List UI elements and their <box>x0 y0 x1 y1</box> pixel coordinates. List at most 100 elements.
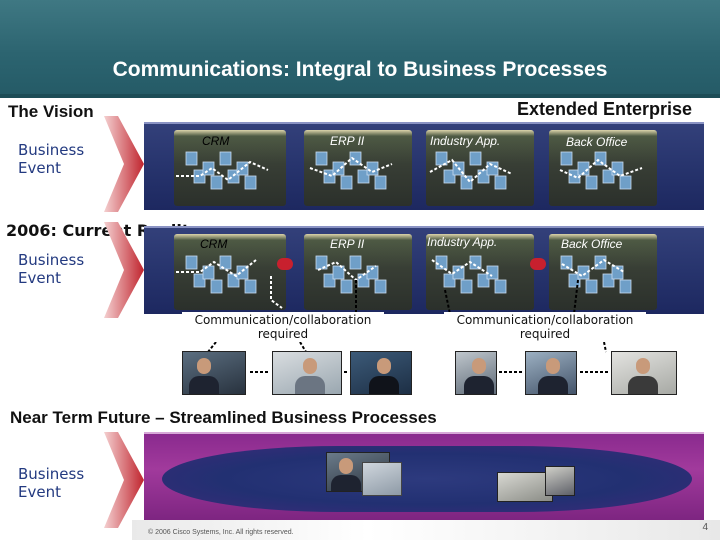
system-module-icon <box>568 273 581 288</box>
copyright-text: © 2006 Cisco Systems, Inc. All rights re… <box>148 529 294 536</box>
system-module-icon <box>202 265 215 280</box>
chevron-arrow-icon <box>104 222 144 318</box>
system-module-icon <box>219 255 232 270</box>
system-module-icon <box>349 151 362 166</box>
system-module-icon <box>435 255 448 270</box>
person-photo-icon <box>272 351 342 395</box>
system-module-icon <box>323 169 336 184</box>
system-module-icon <box>244 279 257 294</box>
comm-label-line-2: required <box>257 327 309 341</box>
reality-tile-label: CRM <box>200 237 228 251</box>
crm-tile <box>174 130 286 206</box>
red-blocker-icon <box>277 258 293 270</box>
system-module-icon <box>374 279 387 294</box>
system-module-icon <box>210 279 223 294</box>
flow-line <box>559 158 643 180</box>
system-module-icon <box>374 175 387 190</box>
system-module-icon <box>443 273 456 288</box>
system-module-icon <box>585 175 598 190</box>
system-module-icon <box>227 169 240 184</box>
person-photo-icon <box>350 351 412 395</box>
flow-line <box>299 341 307 353</box>
flow-line <box>176 259 257 278</box>
back-office-tile <box>549 234 657 310</box>
flow-line <box>573 279 579 315</box>
system-module-icon <box>210 175 223 190</box>
system-module-icon <box>602 273 615 288</box>
erp-tile <box>304 234 412 310</box>
future-process-band <box>144 432 704 522</box>
system-module-icon <box>236 265 249 280</box>
title-bar <box>0 0 720 98</box>
system-module-icon <box>619 279 632 294</box>
chevron-arrow-icon <box>104 432 144 528</box>
comm-label-line-1: Communication/collaboration <box>456 313 634 327</box>
system-module-icon <box>435 151 448 166</box>
comm-collab-box-left: Communication/collaboration required <box>182 312 384 342</box>
comm-label-line-2: required <box>519 327 571 341</box>
slide-title: Communications: Integral to Business Pro… <box>112 58 608 81</box>
business-event-line-2: Event <box>18 483 61 501</box>
flow-line <box>444 289 451 315</box>
person-photo-icon <box>182 351 246 395</box>
footer-bar <box>132 520 720 540</box>
business-event-label-vision: Business Event <box>18 141 84 177</box>
business-event-label-future: Business Event <box>18 465 84 501</box>
system-module-icon <box>366 161 379 176</box>
vision-tile-label: CRM <box>202 134 230 148</box>
vision-tile-label: Industry App. <box>430 134 501 148</box>
person-photo-icon <box>525 351 577 395</box>
system-module-icon <box>560 255 573 270</box>
system-module-icon <box>585 279 598 294</box>
chevron-arrow-icon <box>104 116 144 212</box>
system-module-icon <box>460 279 473 294</box>
flow-line <box>176 160 269 182</box>
system-module-icon <box>193 273 206 288</box>
monitor-photo-icon <box>362 462 402 496</box>
industry-app-tile <box>426 130 534 206</box>
flow-line <box>207 341 217 353</box>
system-module-icon <box>357 169 370 184</box>
vision-process-band <box>144 122 704 210</box>
system-module-icon <box>619 175 632 190</box>
system-module-icon <box>323 273 336 288</box>
system-module-icon <box>602 169 615 184</box>
system-module-icon <box>577 265 590 280</box>
system-module-icon <box>494 279 507 294</box>
system-module-icon <box>340 279 353 294</box>
person-photo-icon <box>545 466 575 496</box>
person-photo-icon <box>497 472 553 502</box>
flow-line <box>603 341 607 353</box>
extended-enterprise-heading: Extended Enterprise <box>516 99 692 119</box>
reality-tile-label: Industry App. <box>427 235 498 249</box>
business-event-line-1: Business <box>18 141 85 159</box>
vision-heading: The Vision <box>8 102 94 121</box>
system-module-icon <box>227 273 240 288</box>
reality-tile-label: Back Office <box>561 237 623 251</box>
system-module-icon <box>486 265 499 280</box>
system-module-icon <box>494 175 507 190</box>
vision-tile-label: Back Office <box>566 135 628 149</box>
system-module-icon <box>315 151 328 166</box>
page-number: 4 <box>702 522 708 533</box>
system-module-icon <box>315 255 328 270</box>
system-module-icon <box>219 151 232 166</box>
vision-tile-label: ERP II <box>330 134 365 148</box>
business-event-line-2: Event <box>18 159 61 177</box>
system-module-icon <box>202 161 215 176</box>
system-module-icon <box>340 175 353 190</box>
system-module-icon <box>185 151 198 166</box>
erp-tile <box>304 130 412 206</box>
integrated-network <box>162 446 692 512</box>
system-module-icon <box>611 265 624 280</box>
system-module-icon <box>332 265 345 280</box>
business-event-line-1: Business <box>18 465 85 483</box>
business-event-line-1: Business <box>18 251 85 269</box>
system-module-icon <box>349 255 362 270</box>
comm-collab-box-right: Communication/collaboration required <box>444 312 646 342</box>
system-module-icon <box>486 161 499 176</box>
system-module-icon <box>469 151 482 166</box>
person-photo-icon <box>611 351 677 395</box>
red-blocker-icon <box>530 258 546 270</box>
person-photo-icon <box>455 351 497 395</box>
